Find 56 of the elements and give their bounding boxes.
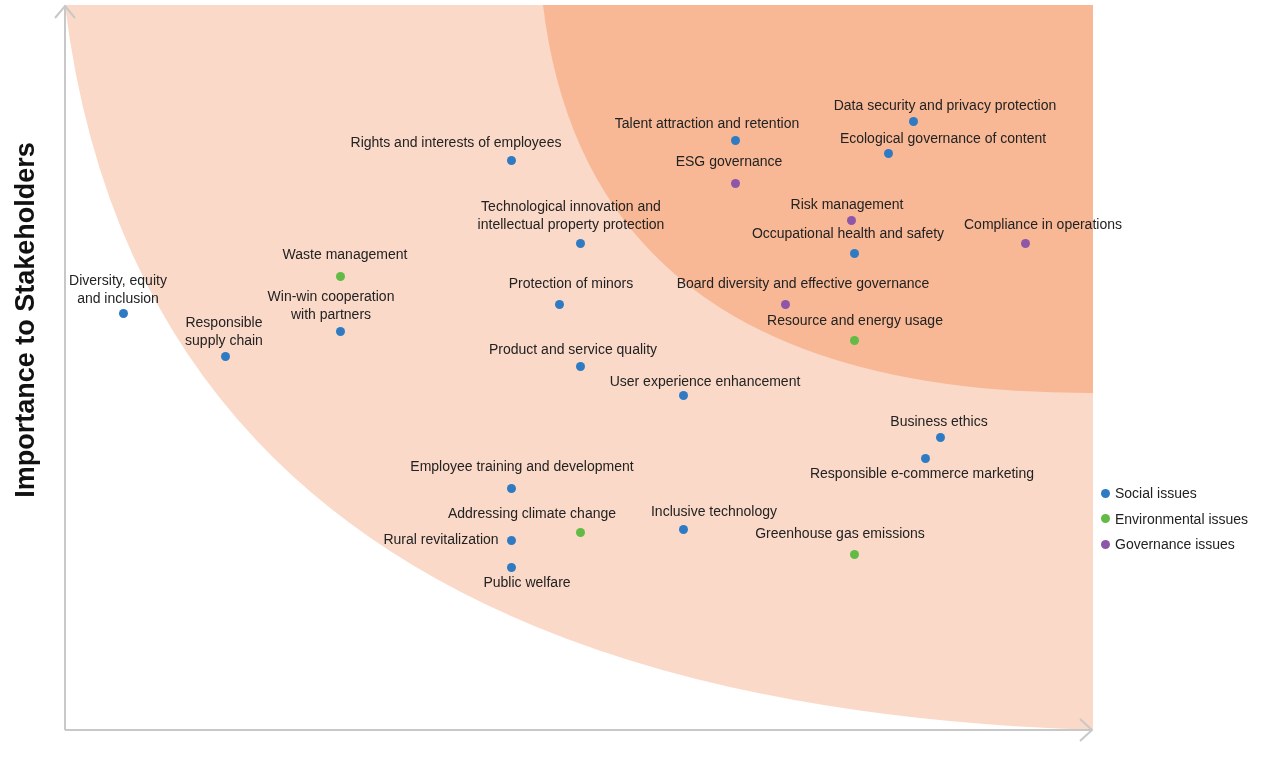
data-point bbox=[678, 390, 688, 400]
legend-label: Social issues bbox=[1115, 484, 1197, 502]
point-label: Rights and interests of employees bbox=[349, 133, 563, 151]
point-label: Win-win cooperation with partners bbox=[266, 287, 396, 323]
data-point bbox=[506, 483, 516, 493]
data-point bbox=[506, 562, 516, 572]
data-point bbox=[908, 116, 918, 126]
data-point bbox=[554, 299, 564, 309]
point-label: Data security and privacy protection bbox=[832, 96, 1058, 114]
legend-label: Governance issues bbox=[1115, 535, 1235, 553]
point-label: Occupational health and safety bbox=[750, 224, 946, 242]
point-label: Greenhouse gas emissions bbox=[754, 524, 926, 542]
data-point bbox=[730, 135, 740, 145]
data-point bbox=[575, 527, 585, 537]
data-point bbox=[780, 299, 790, 309]
point-label: Diversity, equity and inclusion bbox=[68, 271, 168, 307]
axis-title: Importance to Stakeholders bbox=[9, 142, 41, 498]
data-point bbox=[1020, 238, 1030, 248]
data-point bbox=[935, 432, 945, 442]
point-label: Public welfare bbox=[482, 573, 572, 591]
point-label: Ecological governance of content bbox=[838, 129, 1048, 147]
data-point bbox=[506, 535, 516, 545]
point-label: Talent attraction and retention bbox=[613, 114, 801, 132]
point-label: Resource and energy usage bbox=[766, 311, 944, 329]
data-point bbox=[920, 453, 930, 463]
point-label: Compliance in operations bbox=[963, 215, 1123, 233]
point-label: Risk management bbox=[789, 195, 905, 213]
data-point bbox=[846, 215, 856, 225]
data-point bbox=[118, 308, 128, 318]
point-label: Business ethics bbox=[889, 412, 989, 430]
point-label: Technological innovation and intellectual property protection bbox=[476, 197, 666, 233]
point-label: User experience enhancement bbox=[608, 372, 802, 390]
data-point bbox=[849, 335, 859, 345]
point-label: Addressing climate change bbox=[446, 504, 618, 522]
point-label: Responsible e-commerce marketing bbox=[808, 464, 1036, 482]
point-label: Product and service quality bbox=[487, 340, 659, 358]
point-label: Rural revitalization bbox=[382, 530, 500, 548]
point-label: Protection of minors bbox=[507, 274, 635, 292]
point-label: Waste management bbox=[281, 245, 409, 263]
data-point bbox=[849, 248, 859, 258]
data-point bbox=[730, 178, 740, 188]
data-point bbox=[678, 524, 688, 534]
point-label: Board diversity and effective governance bbox=[675, 274, 931, 292]
data-point bbox=[335, 271, 345, 281]
legend-label: Environmental issues bbox=[1115, 509, 1249, 528]
data-point bbox=[506, 155, 516, 165]
data-point bbox=[849, 549, 859, 559]
data-point bbox=[883, 148, 893, 158]
data-point bbox=[575, 238, 585, 248]
point-label: ESG governance bbox=[674, 152, 784, 170]
data-point bbox=[220, 351, 230, 361]
data-point bbox=[575, 361, 585, 371]
data-point bbox=[335, 326, 345, 336]
point-label: Employee training and development bbox=[409, 457, 635, 475]
point-label: Inclusive technology bbox=[649, 502, 779, 520]
point-label: Responsible supply chain bbox=[184, 313, 264, 349]
